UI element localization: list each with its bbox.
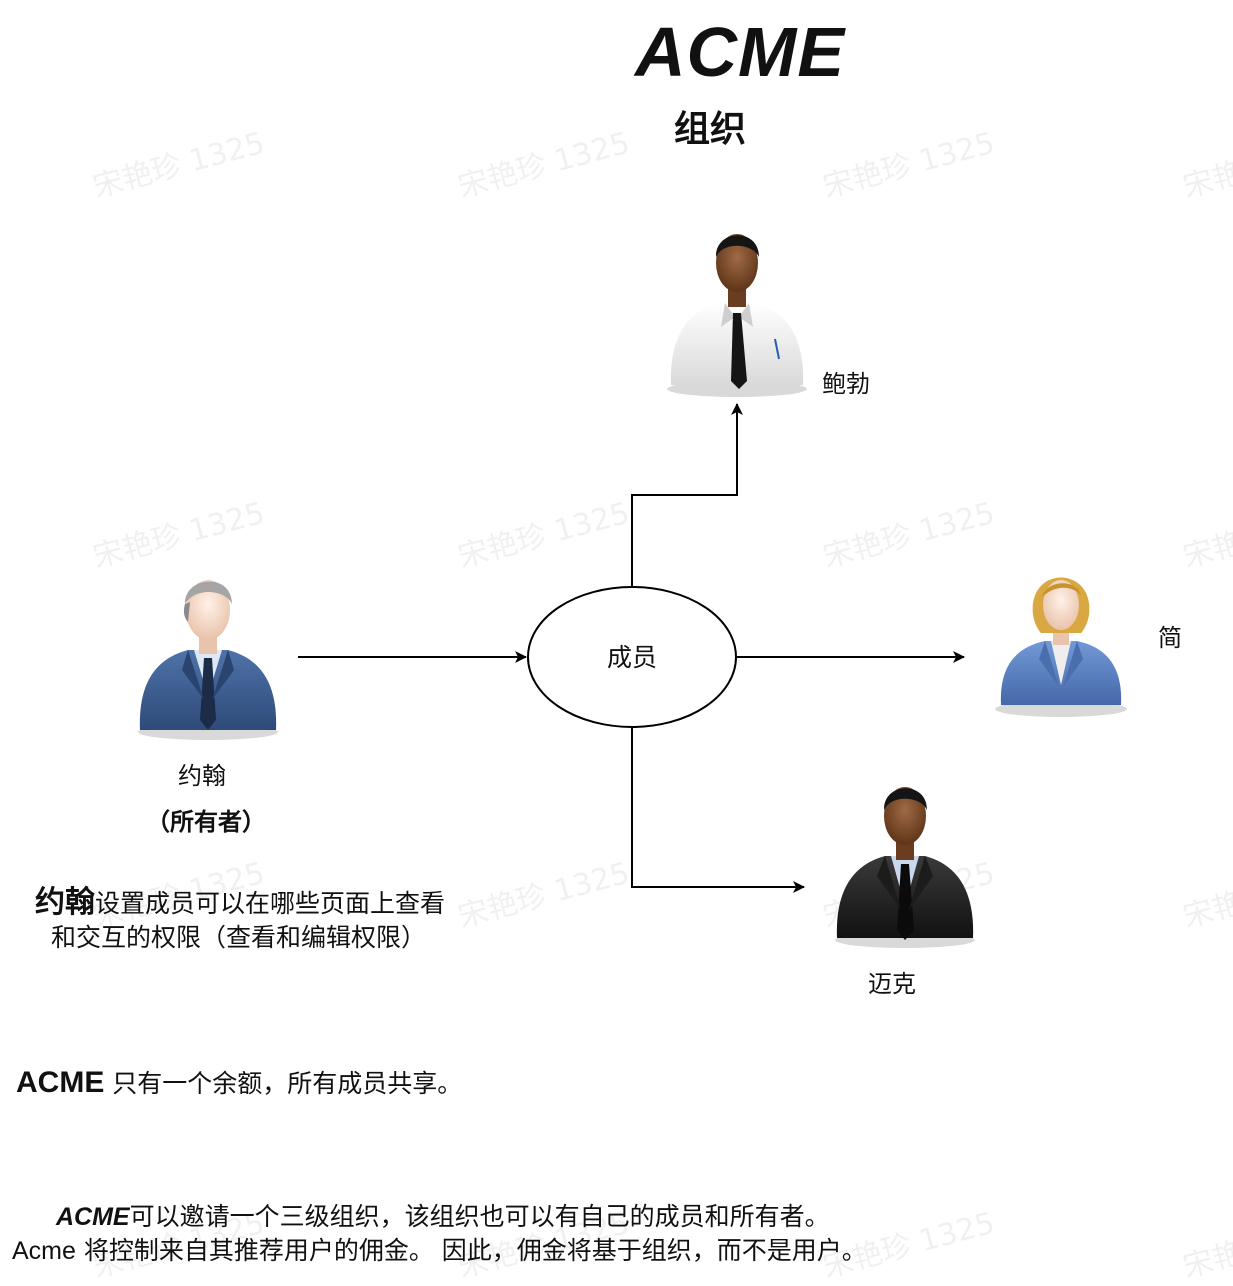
permissions-note-line1: 设置成员可以在哪些页面上查看 [95,889,446,918]
jane-name: 简 [1158,624,1182,652]
owner-role: （所有者） [146,808,266,836]
balance-note-brand: ACME [16,1066,105,1099]
owner-avatar-icon [138,580,278,740]
diagram-title: ACME [634,13,846,91]
commission-note-line2: 将控制来自其推荐用户的佣金。 因此，佣金将基于组织，而不是用户。 [83,1236,867,1265]
commission-note: ACME可以邀请一个三级组织，该组织也可以有自己的成员和所有者。 Acme 将控… [12,1200,867,1268]
mike-avatar-icon [835,787,975,948]
bob-name: 鲍勃 [822,370,870,398]
members-node-label: 成员 [607,643,657,672]
commission-note-line1: 可以邀请一个三级组织，该组织也可以有自己的成员和所有者。 [129,1202,830,1231]
members-to-bob-arrow [631,403,743,587]
jane-avatar-icon [995,577,1127,717]
bob-avatar-icon [667,234,807,397]
mike-name: 迈克 [868,970,916,998]
permissions-note-owner: 约翰 [35,885,95,920]
members-node [527,586,737,728]
commission-note-brand2: Acme [12,1237,76,1265]
balance-note: ACME 只有一个余额，所有成员共享。 [16,1064,462,1100]
permissions-note-line2: 和交互的权限（查看和编辑权限） [51,923,427,952]
commission-note-brand: ACME [56,1203,130,1231]
balance-note-text: 只有一个余额，所有成员共享。 [112,1069,463,1098]
permissions-note: 约翰设置成员可以在哪些页面上查看 和交互的权限（查看和编辑权限） [35,886,445,955]
diagram-subtitle: 组织 [673,109,746,150]
owner-name: 约翰 [178,762,226,790]
members-to-mike-arrow [631,727,805,893]
